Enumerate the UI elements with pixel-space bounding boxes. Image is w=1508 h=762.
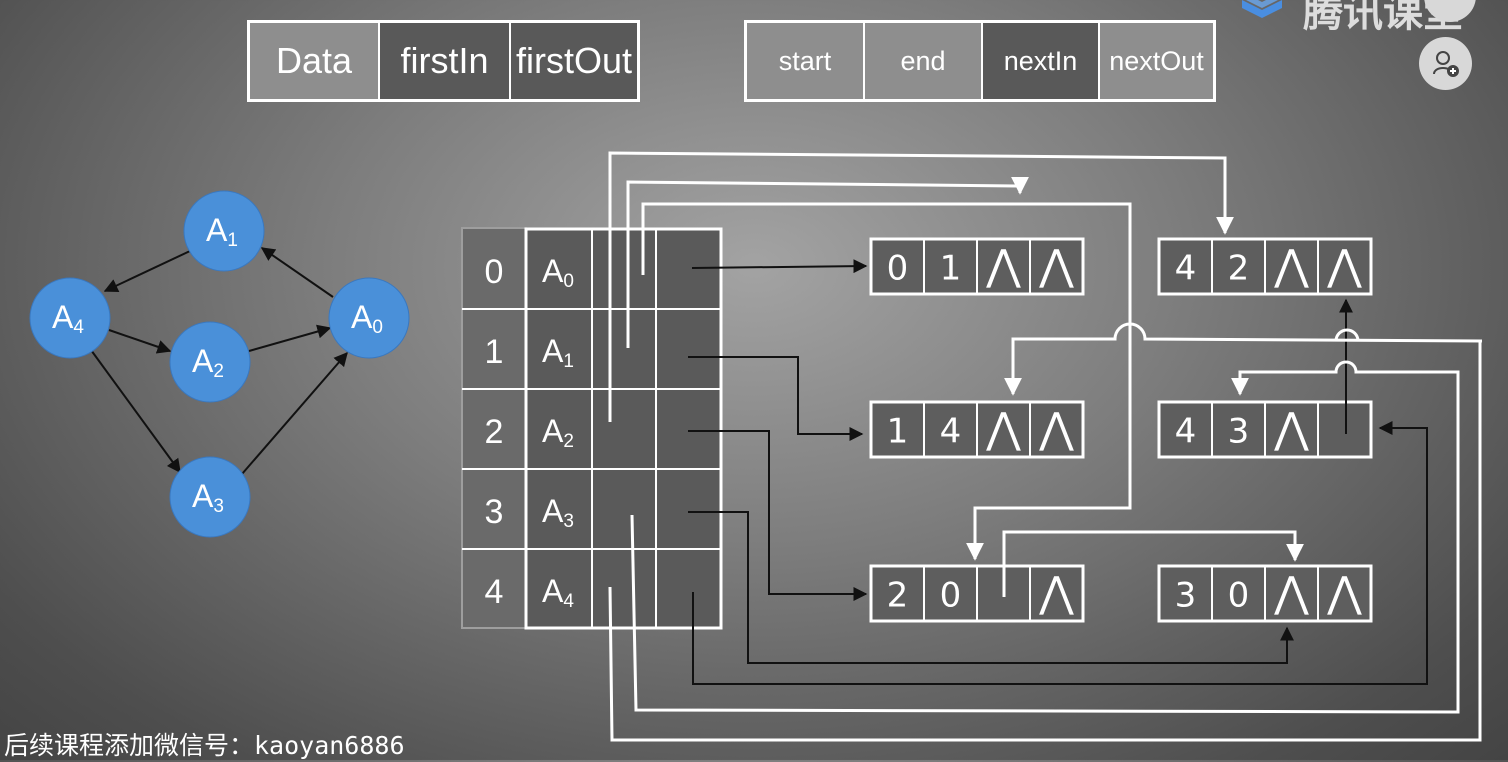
edge-node-cell: 0 [940,576,962,616]
graph-node-label: A1 [206,212,238,251]
graph-node-a0: A0 [328,277,410,359]
edge-node-cell: 0 [1228,576,1250,616]
index-column-bg [461,227,527,629]
edge-node-cell: ⋀ [985,241,1021,290]
edge-field-end: end [865,23,983,99]
graph-node-a3: A3 [169,456,251,538]
edge-node-cell: 4 [940,412,962,452]
edge-node-cell: 4 [1175,412,1197,452]
edge-node-cell: 2 [887,576,909,616]
arrow-a2-firstout [688,430,868,601]
edge-field-nextin: nextIn [983,23,1100,99]
graph-node-circle [183,190,265,272]
edge-node-cell: 1 [887,412,909,452]
graph-node-a1: A1 [183,190,265,272]
table-index: 4 [485,573,504,611]
out-arrows [688,259,1428,685]
edge-node-cell: ⋀ [1326,568,1362,617]
edge-node-cell: ⋀ [1273,241,1309,290]
edge-node-cell: ⋀ [1326,241,1362,290]
arrow-a3-firstin [630,360,1460,714]
edge-node-cell: 0 [887,249,909,289]
graph-edge-a0-a1 [260,247,334,298]
edge-node-cell: ⋀ [1038,568,1074,617]
watermark-text: 后续课程添加微信号：kaoyan6886 [4,731,405,760]
edge-node-cell: 3 [1175,576,1197,616]
arrow-a0-firstout [691,259,868,274]
graph-node-circle [328,277,410,359]
edge-node-cell: ⋀ [1273,404,1309,453]
graph-edge-a1-a4 [103,250,191,292]
table-vertex-label: A0 [542,253,574,292]
arrow-a0-inlist-top [1334,328,1360,342]
graph-node-a4: A4 [29,277,111,359]
arrow-e42-line-a4 [608,341,1482,742]
graph-node-circle [29,277,111,359]
vertex-table-text: 0 A0 1 A1 2 A2 3 A3 4 A4 [485,253,575,612]
arrow-a1-firstout [688,356,864,441]
graph-edge-a3-a0 [241,351,348,475]
add-user-icon [1432,50,1459,77]
arrow-e20-nextin [1002,530,1304,597]
vertex-table-bg [524,227,723,630]
edge-node-cell: 4 [1175,249,1197,289]
logo-icon [1242,0,1282,18]
vertex-structure: Data firstIn firstOut [247,20,640,102]
table-vertex-label: A4 [542,573,574,612]
graph-edge-a4-a3 [90,349,181,474]
table-vertex-label: A2 [542,413,574,452]
in-arrows [608,151,1483,742]
table-vertex-label: A3 [542,493,574,532]
edge-node-cell: 3 [1228,412,1250,452]
table-index: 0 [485,253,504,291]
graph-node-circle [169,456,251,538]
graph-edge-a4-a2 [108,329,172,354]
graph-node-label: A2 [192,343,224,382]
arrow-a1-firstin [626,176,1029,348]
graph-node-label: A3 [192,478,224,517]
edge-field-nextout: nextOut [1100,23,1213,99]
vertex-field-firstout: firstOut [511,23,637,99]
graph-node-circle [169,321,251,403]
edge-node-cell: ⋀ [985,404,1021,453]
vertex-field-firstin: firstIn [380,23,511,99]
arrow-a4-firstin [1004,322,1483,396]
graph-node-label: A4 [52,299,84,338]
edge-node-cell: ⋀ [1273,568,1309,617]
edge-structure: start end nextIn nextOut [744,20,1216,102]
graph-edge-a2-a0 [248,324,332,352]
graph-edges [90,247,348,475]
graph-node-a2: A2 [169,321,251,403]
vertex-table [461,227,723,630]
arrow-a3-firstout [688,511,1294,664]
table-index: 3 [485,493,504,531]
edge-node-cell: ⋀ [1038,241,1074,290]
table-vertex-label: A1 [542,333,574,372]
edge-node-cell: ⋀ [1038,404,1074,453]
table-index: 1 [485,333,504,371]
arrow-a2-firstin [608,151,1234,422]
graph-node-label: A0 [351,299,383,338]
top-action-button[interactable] [1424,0,1476,22]
vertex-field-data: Data [250,23,380,99]
table-index: 2 [485,413,504,451]
edge-node-cell: 2 [1228,249,1250,289]
edge-field-start: start [747,23,865,99]
edge-node-cell: 1 [940,249,962,289]
arrow-a0-firstin [641,202,1132,561]
arrow-a4-firstout [692,421,1428,685]
add-user-button[interactable] [1419,37,1472,90]
